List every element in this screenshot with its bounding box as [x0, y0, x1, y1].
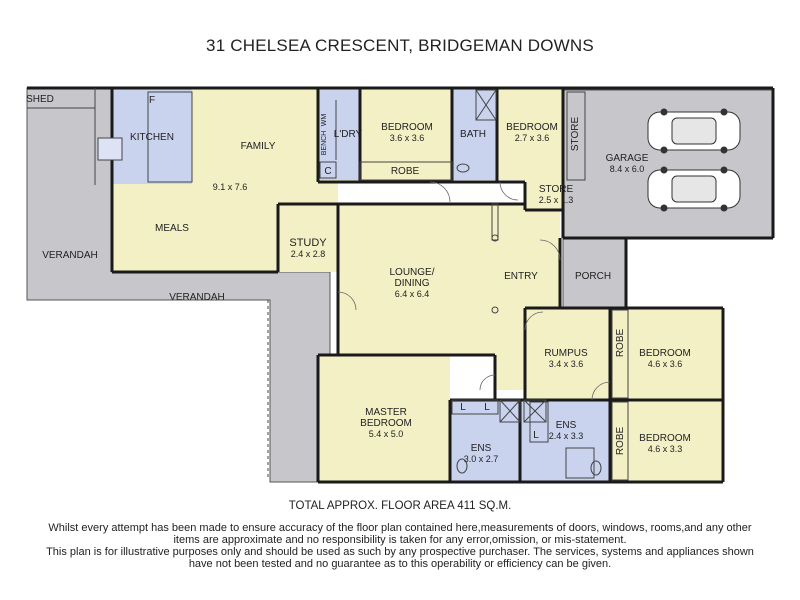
lounge-floor — [338, 204, 560, 390]
lounge-label: LOUNGE/ — [389, 267, 434, 278]
linen1-label: L — [460, 402, 466, 413]
linen2-label: L — [484, 402, 490, 413]
store-dim: 2.5 x 1.3 — [539, 195, 574, 205]
family-label: FAMILY — [241, 141, 276, 152]
kitchen-label: KITCHEN — [130, 132, 174, 143]
bedroom4-floor — [610, 308, 723, 400]
fittings — [27, 88, 629, 481]
rumpus-label: RUMPUS — [544, 348, 588, 359]
study-label: STUDY — [289, 237, 327, 249]
store-vertical-label: STORE — [570, 117, 581, 152]
bedroom2-dim: 3.6 x 3.6 — [390, 133, 425, 143]
ensuite1-dim: 3.0 x 2.7 — [464, 454, 499, 464]
bedroom4-label: BEDROOM — [639, 348, 691, 359]
ensuite2-label: ENS — [556, 420, 577, 431]
verandah-bottom-label: VERANDAH — [169, 292, 225, 303]
bedroom2-label: BEDROOM — [381, 122, 433, 133]
car-icon — [647, 108, 741, 154]
garage-label: GARAGE — [606, 153, 649, 164]
master-floor — [318, 355, 450, 482]
study-floor — [278, 204, 338, 272]
laundry-label: L'DRY — [334, 129, 363, 140]
bedroom5-dim: 4.6 x 3.3 — [648, 444, 683, 454]
floor-area-text: TOTAL APPROX. FLOOR AREA 411 SQ.M. — [288, 500, 512, 512]
disclaimer-line: items are approximate and no responsibil… — [173, 534, 627, 546]
ensuite1-label: ENS — [471, 443, 492, 454]
master-label: MASTER — [365, 407, 407, 418]
bedroom2-floor — [360, 88, 452, 180]
porch-label: PORCH — [575, 271, 611, 282]
disclaimer: Whilst every attempt has been made to en… — [30, 522, 770, 570]
bedroom4-dim: 4.6 x 3.6 — [648, 359, 683, 369]
study-dim: 2.4 x 2.8 — [291, 249, 326, 259]
car-icon — [647, 166, 741, 212]
wm-label: WM — [321, 114, 328, 127]
entry-label: ENTRY — [504, 271, 538, 282]
verandah-left-label: VERANDAH — [42, 250, 98, 261]
meals-label: MEALS — [155, 223, 189, 234]
plan-title: 31 CHELSEA CRESCENT, BRIDGEMAN DOWNS — [206, 36, 594, 55]
robe-label: ROBE — [391, 166, 420, 177]
bedroom3-dim: 2.7 x 3.6 — [515, 133, 550, 143]
ensuite2-floor — [520, 400, 610, 482]
doors — [337, 181, 611, 401]
rumpus-dim: 3.4 x 3.6 — [549, 359, 584, 369]
bench-label: BENCH — [321, 131, 328, 156]
lounge-dim: 6.4 x 6.4 — [395, 289, 430, 299]
disclaimer-line: have not been tested and no guarantee as… — [188, 558, 612, 570]
kitchen-f-label: F — [149, 95, 155, 106]
dining-label: DINING — [395, 278, 430, 289]
bath-label: BATH — [460, 129, 486, 140]
family-dim: 9.1 x 7.6 — [213, 182, 248, 192]
floor-plan: SHED F KITCHEN FAMILY 9.1 x 7.6 MEALS WM… — [26, 86, 775, 484]
master-dim: 5.4 x 5.0 — [369, 429, 404, 439]
bedroom5-label: BEDROOM — [639, 433, 691, 444]
disclaimer-line: Whilst every attempt has been made to en… — [48, 522, 752, 534]
laundry-floor — [318, 88, 360, 180]
linen3-label: L — [533, 430, 539, 441]
master-bedroom-label: BEDROOM — [360, 418, 412, 429]
store-label: STORE — [539, 184, 574, 195]
robe-r2-label: ROBE — [615, 427, 626, 456]
garage-dim: 8.4 x 6.0 — [610, 164, 645, 174]
bedroom3-floor — [497, 88, 563, 180]
bedroom3-label: BEDROOM — [506, 122, 558, 133]
robe-r1-label: ROBE — [615, 329, 626, 358]
disclaimer-line: This plan is for illustrative purposes o… — [46, 546, 754, 558]
bedroom5-floor — [610, 400, 723, 482]
cupboard-label: C — [324, 166, 331, 177]
store-floor — [525, 180, 563, 210]
shed-label: SHED — [26, 94, 54, 105]
ensuite2-dim: 2.4 x 3.3 — [549, 431, 584, 441]
rumpus-floor — [525, 308, 610, 400]
